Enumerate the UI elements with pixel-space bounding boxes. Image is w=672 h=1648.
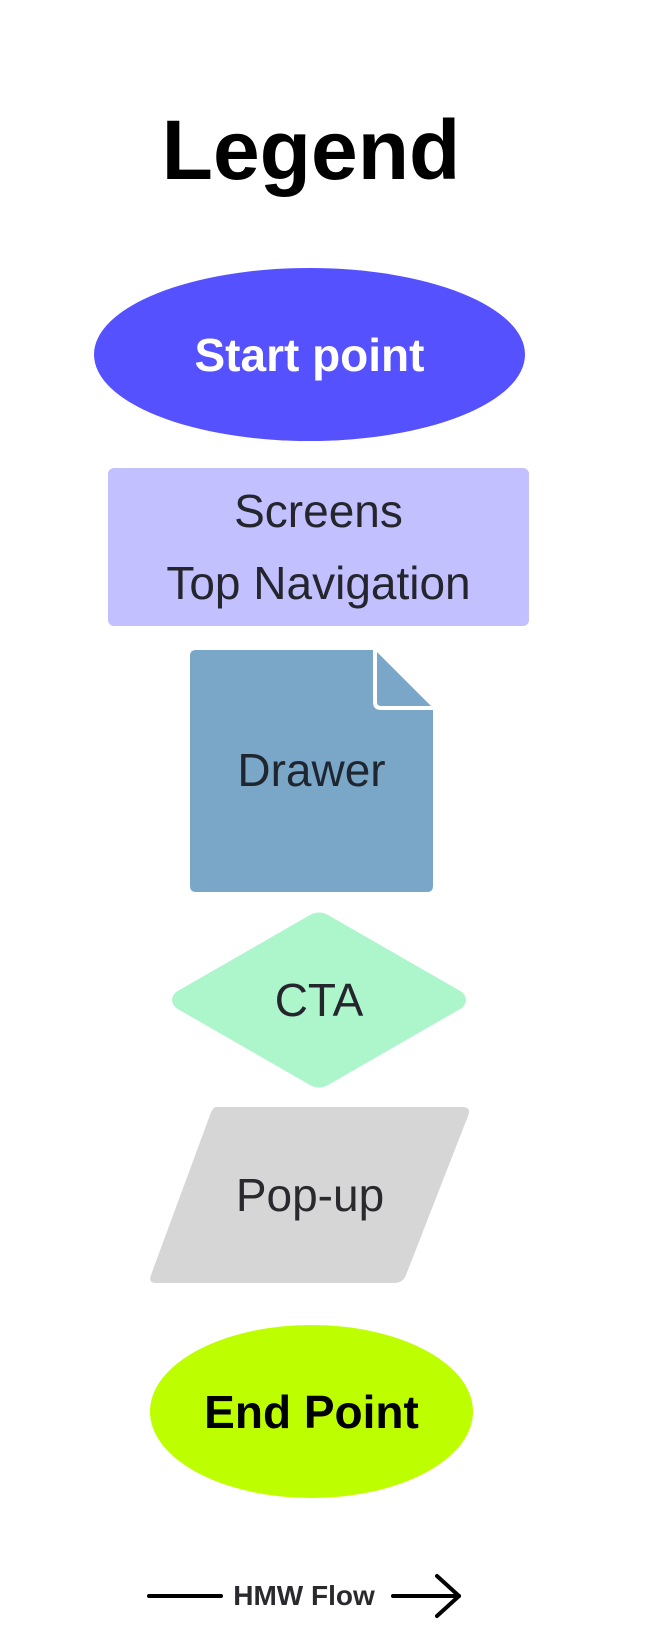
screens-rectangle xyxy=(108,468,529,626)
cta-diamond-shape xyxy=(172,912,466,1088)
screens-label-line2: Top Navigation xyxy=(166,557,471,609)
legend-title: Legend xyxy=(161,103,461,197)
arrow-right-icon xyxy=(435,1574,461,1618)
drawer-label: Drawer xyxy=(237,744,386,796)
popup-label: Pop-up xyxy=(235,1169,385,1221)
cta-label: CTA xyxy=(274,974,364,1026)
end-point-label: End Point xyxy=(204,1385,419,1438)
flow-connector xyxy=(147,1574,461,1618)
flow-label: HMW Flow xyxy=(233,1580,375,1611)
start-point-ellipse xyxy=(94,268,525,441)
drawer-document-shape xyxy=(190,650,433,892)
end-point-ellipse xyxy=(150,1325,473,1498)
screens-label: Screens Top Navigation xyxy=(108,468,529,626)
popup-parallelogram-shape xyxy=(150,1107,470,1283)
screens-label-line1: Screens xyxy=(234,485,403,537)
start-point-label: Start point xyxy=(194,328,425,381)
